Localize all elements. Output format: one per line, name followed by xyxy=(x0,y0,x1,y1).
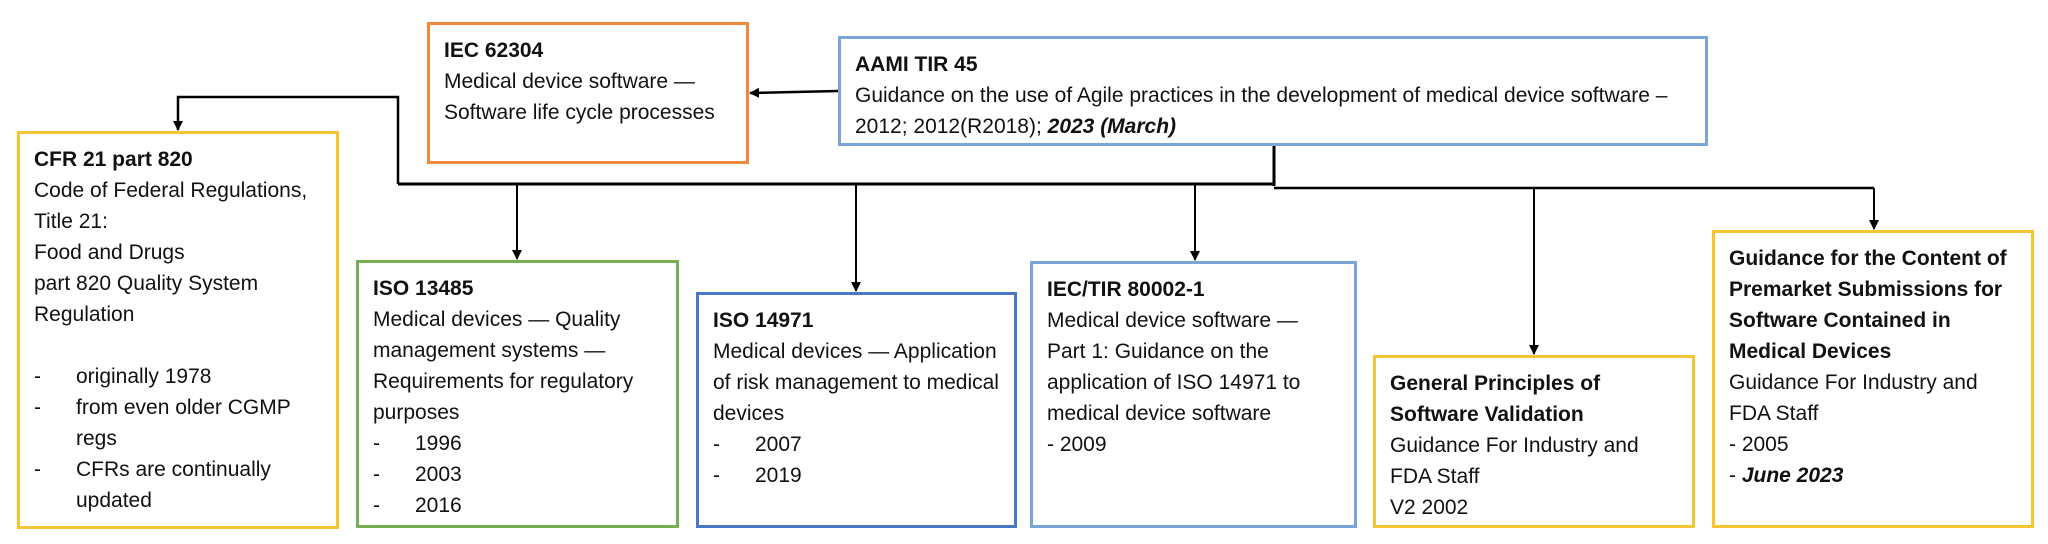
node-iso-13485: ISO 13485 Medical devices — Quality mana… xyxy=(356,260,679,528)
node-general-principles-software-validation: General Principles of Software Validatio… xyxy=(1373,355,1695,528)
node-title: ISO 13485 xyxy=(373,277,474,300)
node-title: AAMI TIR 45 xyxy=(855,53,978,76)
node-description-line: part 820 Quality System Regulation xyxy=(34,272,259,326)
bullet-item: 2007 xyxy=(713,429,1000,460)
node-aami-tir-45: AAMI TIR 45 Guidance on the use of Agile… xyxy=(838,36,1708,146)
node-title: General Principles of Software Validatio… xyxy=(1390,372,1601,426)
node-description: Medical device software — Part 1: Guidan… xyxy=(1047,309,1301,425)
node-version: - 2005 xyxy=(1729,433,1789,456)
bullet-item: from even older CGMP regs xyxy=(34,392,322,454)
node-version-highlight: - June 2023 xyxy=(1729,464,1844,487)
bullet-item: 1996 xyxy=(373,428,662,459)
node-bullets: originally 1978 from even older CGMP reg… xyxy=(34,361,322,516)
node-description-line: Food and Drugs xyxy=(34,241,185,264)
node-description: Guidance on the use of Agile practices i… xyxy=(855,84,1668,138)
node-description: Guidance For Industry and FDA Staff xyxy=(1390,434,1639,488)
node-highlight: 2023 (March) xyxy=(1047,115,1177,138)
node-premarket-submissions-guidance: Guidance for the Content of Premarket Su… xyxy=(1712,230,2034,528)
node-title: ISO 14971 xyxy=(713,309,814,332)
node-iec-tir-80002-1: IEC/TIR 80002-1 Medical device software … xyxy=(1030,261,1357,528)
node-description: Medical devices — Quality management sys… xyxy=(373,308,634,424)
node-description: Guidance For Industry and FDA Staff xyxy=(1729,371,1978,425)
node-title: CFR 21 part 820 xyxy=(34,148,193,171)
bullet-item: originally 1978 xyxy=(34,361,322,392)
node-version: V2 2002 xyxy=(1390,496,1469,519)
node-iso-14971: ISO 14971 Medical devices — Application … xyxy=(696,292,1017,528)
node-title: IEC 62304 xyxy=(444,39,544,62)
bullet-item: 2003 xyxy=(373,459,662,490)
bullet-item: 2016 xyxy=(373,490,662,521)
edge-aami-cfr xyxy=(173,95,400,184)
node-description: Medical device software — Software life … xyxy=(444,70,715,124)
node-description-line: Code of Federal Regulations, Title 21: xyxy=(34,179,308,233)
node-description: Medical devices — Application of risk ma… xyxy=(713,340,999,425)
bullet-item: CFRs are continually updated xyxy=(34,454,322,516)
node-title: Guidance for the Content of Premarket Su… xyxy=(1729,247,2007,363)
node-iec-62304: IEC 62304 Medical device software — Soft… xyxy=(427,22,749,164)
edge-aami-iec62304 xyxy=(749,87,839,98)
node-highlight: June 2023 xyxy=(1741,464,1844,487)
node-cfr-21-part-820: CFR 21 part 820 Code of Federal Regulati… xyxy=(17,131,339,529)
node-bullets: 1996 2003 2016 xyxy=(373,428,662,521)
node-title: IEC/TIR 80002-1 xyxy=(1047,278,1205,301)
bullet-item: 2019 xyxy=(713,460,1000,491)
node-version: - 2009 xyxy=(1047,433,1107,456)
node-bullets: 2007 2019 xyxy=(713,429,1000,491)
